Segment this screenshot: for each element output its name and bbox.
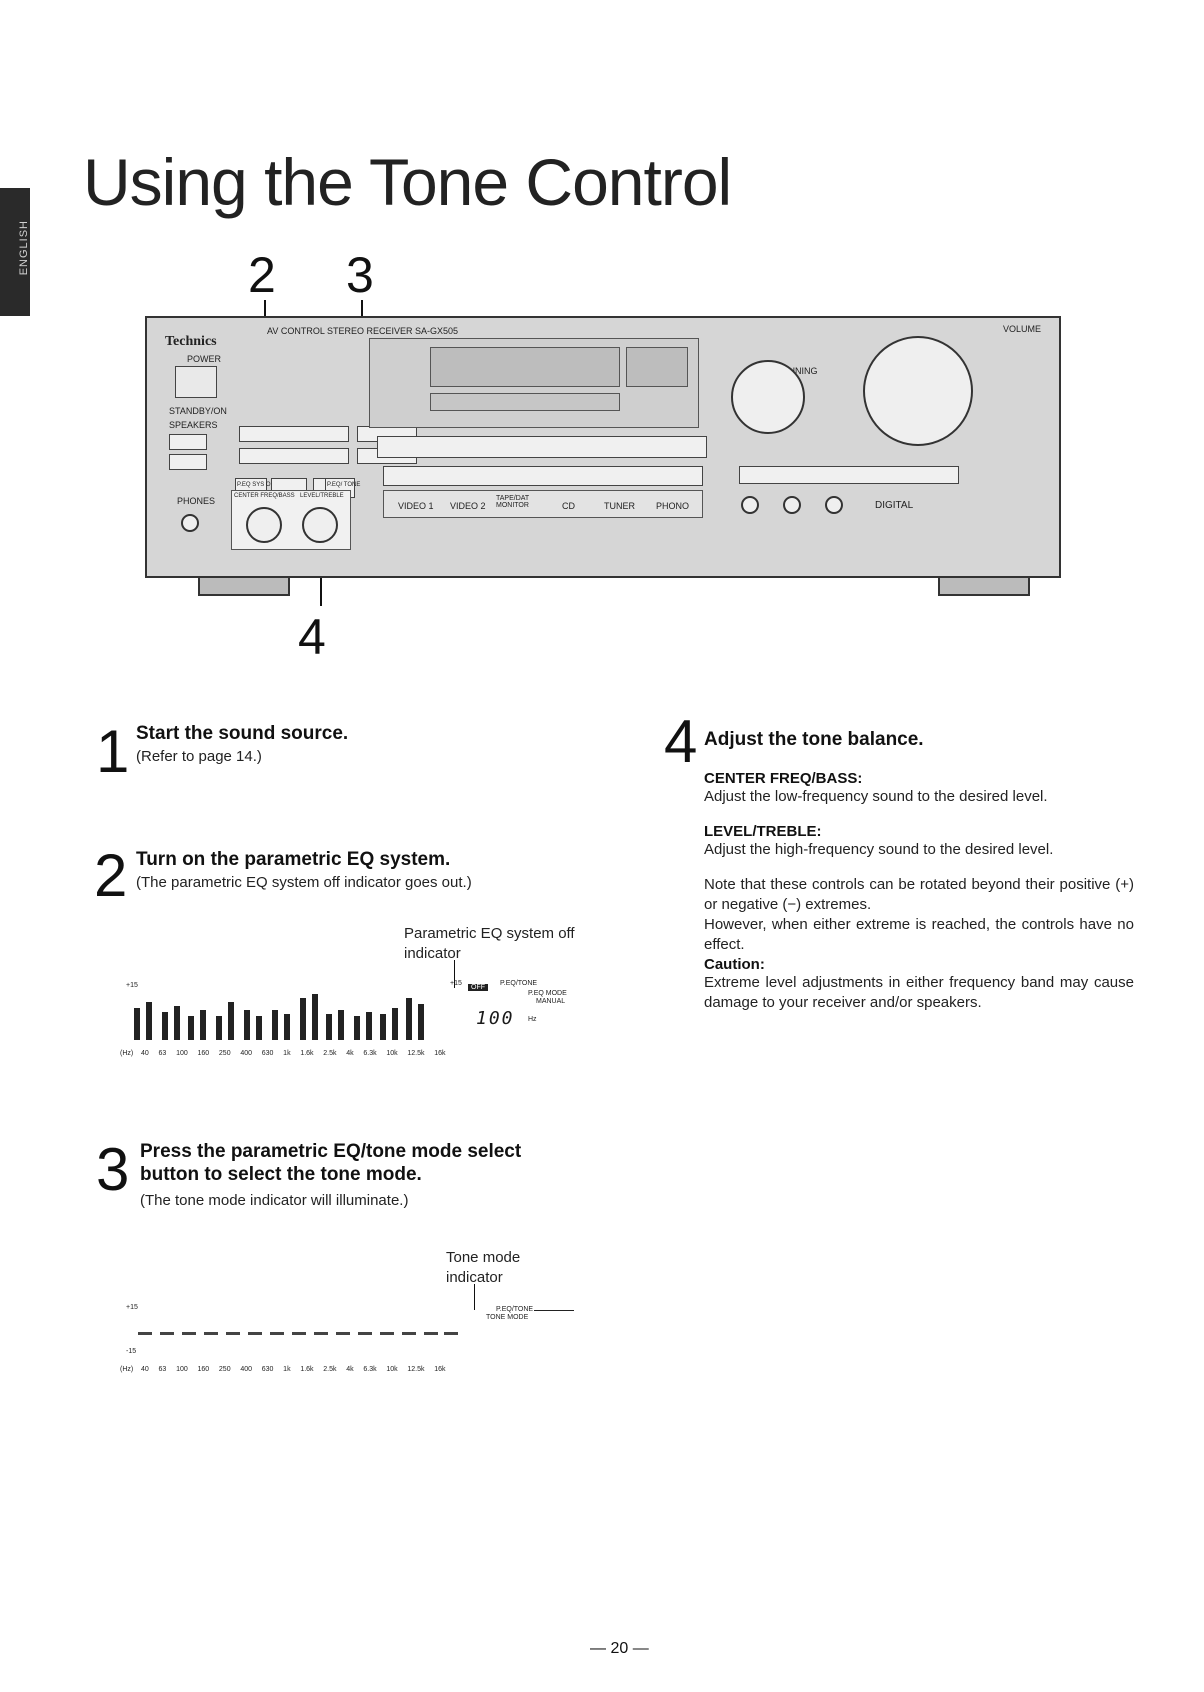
phones-label: PHONES [177, 496, 216, 506]
step-1-note: (Refer to page 14.) [136, 748, 262, 765]
center-freq-bass-text: Adjust the low-frequency sound to the de… [704, 788, 1048, 805]
rec-tone-button-row[interactable] [239, 426, 349, 442]
eq1-scale-top: +15 [126, 982, 138, 989]
standby-label: STANDBY/ON [169, 406, 227, 416]
spectrum-display [430, 347, 620, 387]
tuning-label: TUNING [783, 366, 818, 376]
center-freq-bass-knob[interactable] [246, 507, 282, 543]
power-button[interactable] [175, 366, 217, 398]
speakers-b-button[interactable] [169, 454, 207, 470]
note-text: Note that these controls can be rotated … [704, 875, 1134, 913]
tuning-knob[interactable] [731, 360, 805, 434]
tone-mode-leader [474, 1284, 475, 1310]
step-1-number: 1 [96, 718, 130, 785]
input-cd[interactable]: CD [562, 501, 575, 511]
leader-line-4 [320, 578, 322, 606]
center-freq-bass-label: CENTER FREQ/BASS [234, 493, 295, 499]
speakers-label: SPEAKERS [169, 420, 218, 430]
eq1-mode-text: P.EQ/TONE [500, 980, 538, 987]
eq2-mode-rule [534, 1310, 574, 1311]
eq1-readout: 100 [476, 1008, 515, 1029]
center-freq-bass-heading: CENTER FREQ/BASS: [704, 770, 863, 787]
step-2-heading: Turn on the parametric EQ system. [136, 849, 451, 870]
eq1-scale-right-top: +15 [450, 980, 462, 987]
step-3-note: (The tone mode indicator will illuminate… [140, 1192, 409, 1209]
eq2-flat-bar-graph [138, 1332, 458, 1335]
receiver-illustration: Technics AV CONTROL STEREO RECEIVER SA-G… [145, 316, 1061, 578]
display-window [369, 338, 699, 428]
power-label: POWER [187, 354, 222, 364]
input-phono[interactable]: PHONO [656, 501, 690, 511]
speakers-a-button[interactable] [169, 434, 207, 450]
step-4-number: 4 [664, 708, 698, 775]
tuner-button-row[interactable] [739, 466, 959, 484]
level-treble-text: Adjust the high-frequency sound to the d… [704, 841, 1054, 859]
eq2-scale-bottom: -15 [126, 1348, 137, 1355]
eq1-bar-graph [134, 994, 424, 1040]
caution-heading: Caution: [704, 955, 765, 973]
step-2-note: (The parametric EQ system off indicator … [136, 874, 472, 891]
digital-logo: DIGITAL [875, 500, 914, 511]
receiver-foot-left [198, 576, 290, 596]
caution-text: Extreme level adjustments in either freq… [704, 973, 1134, 1011]
eq1-mode-sub1: P.EQ MODE [528, 990, 567, 997]
level-treble-knob[interactable] [302, 507, 338, 543]
eq1-freq-row: (Hz) 40 63 100 160 250 400 630 1k 1.6k 2… [120, 1050, 446, 1057]
however-text: However, when either extreme is reached,… [704, 916, 1134, 954]
tone-mode-indicator-label: Tone mode indicator [446, 1249, 521, 1286]
phones-jack[interactable] [181, 514, 199, 532]
input-selector: VIDEO 1 VIDEO 2 TAPE/DAT MONITOR CD TUNE… [383, 490, 703, 518]
peq-off-indicator-label: Parametric EQ system off indicator [404, 925, 575, 962]
balance-knob-3[interactable] [825, 496, 843, 514]
eq2-scale-top: +15 [126, 1304, 138, 1311]
step-2-number: 2 [94, 842, 128, 909]
language-tab: ENGLISH [0, 188, 30, 316]
page-number: — 20 — [590, 1640, 649, 1657]
input-video2[interactable]: VIDEO 2 [450, 501, 486, 511]
callout-3: 3 [346, 247, 374, 303]
brand-logo: Technics [165, 334, 217, 349]
callout-2: 2 [248, 247, 276, 303]
eq2-freq-row: (Hz) 40 63 100 160 250 400 630 1k 1.6k 2… [120, 1366, 446, 1373]
mode-display [626, 347, 688, 387]
volume-knob[interactable] [863, 336, 973, 446]
callout-4: 4 [298, 609, 326, 665]
level-treble-heading: LEVEL/TREBLE: [704, 823, 822, 841]
input-tape[interactable]: TAPE/DAT MONITOR [496, 495, 530, 509]
eq-display-2: +15 -15 P.EQ/TONE TONE MODE (Hz) 40 63 1… [120, 1304, 590, 1384]
peq-sys-label: P.EQ SYS ON/OFF [237, 482, 289, 488]
receiver-foot-right [938, 576, 1030, 596]
balance-knob-1[interactable] [741, 496, 759, 514]
eq-display-1: +15 +15 OFF P.EQ/TONE P.EQ MODE MANUAL 1… [120, 980, 580, 1070]
volume-label: VOLUME [1003, 324, 1042, 334]
model-label: AV CONTROL STEREO RECEIVER SA-GX505 [267, 326, 459, 336]
eq2-mode-sub: TONE MODE [486, 1314, 529, 1321]
input-video1[interactable]: VIDEO 1 [398, 501, 434, 511]
mode-button-row[interactable] [239, 448, 349, 464]
preset-button-row[interactable] [377, 436, 707, 458]
eq1-off-tag: OFF [468, 984, 488, 991]
tone-adjust-instructions: CENTER FREQ/BASS: Adjust the low-frequen… [704, 770, 1134, 1013]
balance-knob-2[interactable] [783, 496, 801, 514]
page-title: Using the Tone Control [83, 145, 732, 219]
level-treble-label: LEVEL/TREBLE [300, 493, 344, 499]
peq-tone-label: P.EQ/ TONE [327, 482, 361, 488]
eq1-readout-unit: Hz [528, 1016, 537, 1023]
frequency-display [430, 393, 620, 411]
step-3-number: 3 [96, 1136, 130, 1203]
input-tuner[interactable]: TUNER [604, 501, 635, 511]
step-4-heading: Adjust the tone balance. [704, 729, 924, 750]
surround-button-row[interactable] [383, 466, 703, 486]
tone-knob-panel: CENTER FREQ/BASS LEVEL/TREBLE [231, 490, 351, 550]
peq-off-leader [454, 960, 455, 988]
eq1-mode-sub2: MANUAL [536, 998, 566, 1005]
step-1-heading: Start the sound source. [136, 723, 349, 744]
step-3-heading: Press the parametric EQ/tone mode select… [140, 1141, 522, 1186]
eq2-mode-text: P.EQ/TONE [496, 1306, 534, 1313]
